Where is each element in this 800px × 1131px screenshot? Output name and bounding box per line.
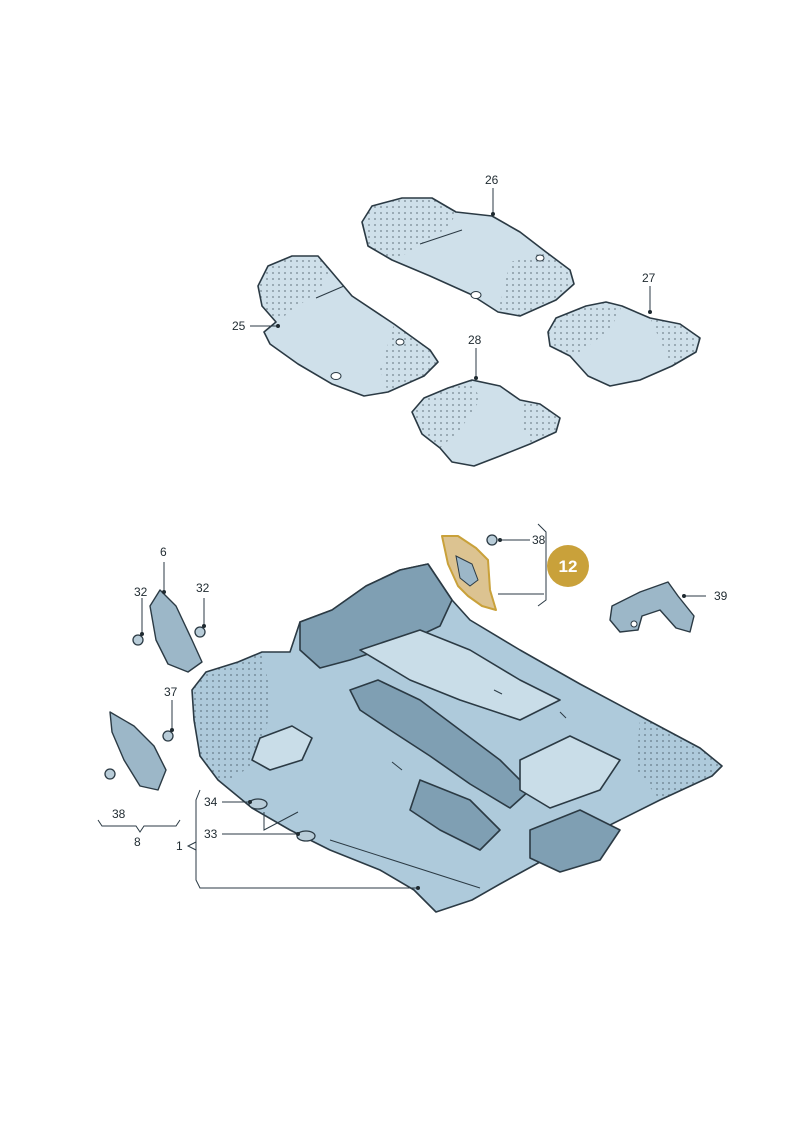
highlight-badge-circle: [547, 545, 589, 587]
label-32-left: 32: [134, 585, 148, 599]
floor-mat-rear-right: [547, 301, 701, 387]
label-38-bottom: 38: [112, 807, 126, 821]
label-25: 25: [232, 319, 246, 333]
clip-38-bottom: [104, 768, 116, 780]
floor-mat-front-left: [257, 255, 439, 397]
clip-38-top: [486, 534, 498, 546]
label-34: 34: [204, 795, 218, 809]
clip-32-right: [194, 626, 206, 638]
trim-panel-6: [149, 589, 203, 673]
clip-33: [296, 830, 316, 842]
trim-panel-8: [109, 711, 167, 791]
label-28: 28: [468, 333, 482, 347]
label-38-top: 38: [532, 533, 546, 547]
highlight-badge-12: 12: [547, 545, 589, 587]
cover-panel-12-highlighted: [441, 535, 497, 611]
label-6: 6: [160, 545, 167, 559]
label-27: 27: [642, 271, 656, 285]
leader-lines: [97, 188, 706, 890]
floor-mat-rear-left: [411, 379, 561, 467]
clip-37: [162, 730, 174, 742]
label-39: 39: [714, 589, 728, 603]
highlight-badge-label: 12: [559, 557, 578, 576]
floor-mat-front-right: [361, 197, 575, 317]
clip-34: [248, 798, 268, 810]
label-32-right: 32: [196, 581, 210, 595]
clip-32-left: [132, 634, 144, 646]
label-1: 1: [176, 839, 183, 853]
floor-carpet: [191, 563, 723, 913]
label-26: 26: [485, 173, 499, 187]
label-8: 8: [134, 835, 141, 849]
bracket-39: [609, 581, 695, 633]
label-33: 33: [204, 827, 218, 841]
label-37: 37: [164, 685, 178, 699]
